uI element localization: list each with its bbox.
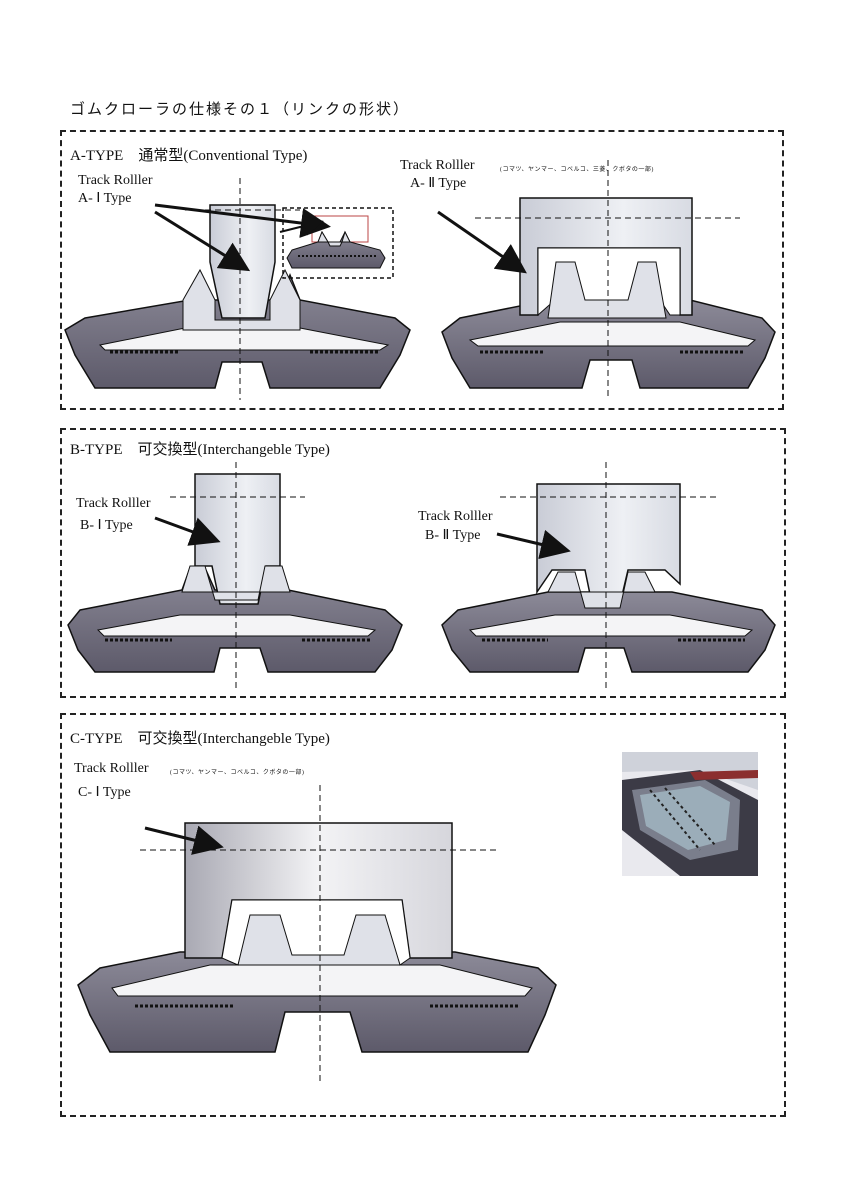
c1-label-track-roller: Track Rolller [74, 761, 149, 776]
b2-track-link [441, 591, 776, 673]
a2-label-makers: (コマツ、ヤンマー、コベルコ、三菱、クボタの一部) [500, 167, 654, 173]
arrow-icon [437, 210, 527, 274]
a2-label-track-roller: Track Rolller [400, 158, 475, 173]
b2-label-track-roller: Track Rolller [418, 509, 493, 524]
c1-track-link [77, 951, 557, 1053]
b1-label-type: B- Ⅰ Type [80, 518, 133, 533]
panel-b-heading: B-TYPE 可交換型(Interchangeble Type) [70, 442, 330, 458]
a1-label-type: A- Ⅰ Type [78, 191, 132, 206]
panel-c-type [60, 713, 786, 1117]
arrow-icon [154, 210, 251, 272]
a1-label-track-roller: Track Rolller [78, 173, 153, 188]
c1-roller [184, 822, 453, 966]
b1-track-link [67, 567, 403, 673]
arrow-icon [496, 529, 571, 560]
b1-label-track-roller: Track Rolller [76, 496, 151, 511]
panel-a-type [60, 130, 784, 410]
a1-track-link [64, 268, 411, 389]
b2-roller [536, 483, 681, 609]
a2-label-type: A- Ⅱ Type [410, 176, 467, 191]
a1-inset-detail [282, 207, 394, 279]
arrow-icon [144, 825, 224, 855]
photo-thumbnail [622, 752, 758, 876]
panel-a-heading: A-TYPE 通常型(Conventional Type) [70, 148, 308, 164]
page-title: ゴムクローラの仕様その１（リンクの形状） [70, 102, 411, 118]
a1-roller [209, 204, 276, 319]
panel-b-type [60, 428, 786, 698]
b2-label-type: B- Ⅱ Type [425, 528, 481, 543]
c1-label-makers: (コマツ、ヤンマー、コベルコ、クボタの一部) [170, 770, 305, 776]
arrow-icon [154, 203, 331, 238]
arrow-icon [279, 216, 324, 236]
c1-label-type: C- Ⅰ Type [78, 785, 131, 800]
panel-c-heading: C-TYPE 可交換型(Interchangeble Type) [70, 731, 330, 747]
b1-roller [181, 473, 291, 605]
arrow-icon [154, 516, 221, 546]
a2-roller [519, 197, 693, 319]
